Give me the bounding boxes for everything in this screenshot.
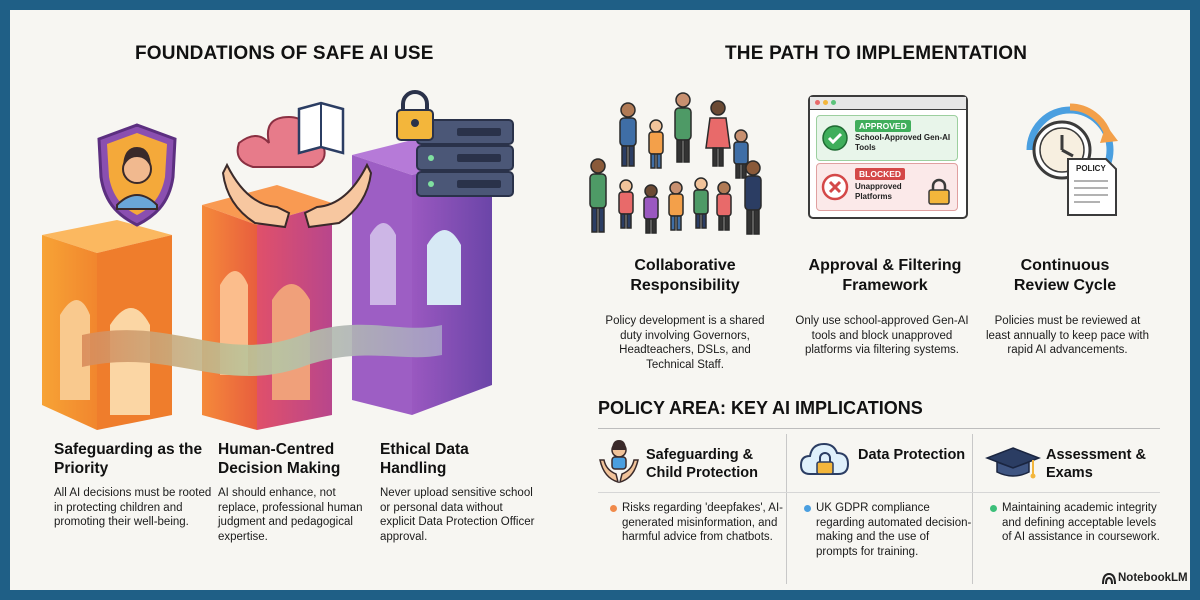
policy-area-rule — [598, 428, 1160, 429]
cloud-lock-icon — [800, 442, 850, 475]
brand-label: NotebookLM — [1118, 572, 1188, 584]
blocked-tag: BLOCKED — [855, 168, 906, 180]
brain-hands-book-icon — [221, 101, 373, 229]
approved-section: APPROVED School-Approved Gen-AI Tools — [816, 115, 958, 161]
column-divider — [972, 434, 973, 584]
infographic-frame: FOUNDATIONS OF SAFE AI USE — [10, 10, 1190, 590]
step-3-text: Policies must be reviewed at least annua… — [985, 315, 1150, 356]
pillar-2-title: Human-Centred Decision Making — [218, 441, 341, 477]
pillar-3-title: Ethical Data Handling — [380, 441, 469, 477]
bullet-dot-green — [990, 505, 997, 512]
check-circle-icon — [822, 125, 848, 151]
step-2-title: Approval & Filtering Framework — [808, 257, 962, 294]
blocked-text: Unapproved Platforms — [855, 182, 902, 201]
step-3-title: Continuous Review Cycle — [1013, 257, 1117, 294]
hands-child-icon — [599, 440, 639, 484]
bullet-dot-orange — [610, 505, 617, 512]
people-group-icon — [589, 92, 762, 235]
padlock-icon — [928, 178, 950, 205]
window-dot-icon — [823, 100, 828, 105]
shield-person-icon — [97, 123, 177, 227]
step-2-text: Only use school-approved Gen-AI tools an… — [795, 315, 969, 356]
window-titlebar — [810, 97, 966, 110]
approved-text: School-Approved Gen-AI Tools — [855, 133, 951, 152]
implementation-title: THE PATH TO IMPLEMENTATION — [725, 43, 1028, 64]
column-3-text: Maintaining academic integrity and defin… — [1002, 502, 1160, 543]
notebooklm-logo-icon — [1102, 573, 1116, 585]
blocked-section: BLOCKED Unapproved Platforms — [816, 163, 958, 211]
pillar-1-text: All AI decisions must be rooted in prote… — [54, 487, 212, 528]
foundations-title: FOUNDATIONS OF SAFE AI USE — [135, 43, 434, 64]
column-1-heading: Safeguarding & Child Protection — [646, 447, 758, 481]
column-2-heading: Data Protection — [858, 447, 966, 463]
graduation-cap-icon — [985, 447, 1041, 479]
step-1-title: Collaborative Responsibility — [630, 257, 740, 294]
column-divider — [786, 434, 787, 584]
approval-window: APPROVED School-Approved Gen-AI Tools BL… — [808, 95, 968, 219]
bullet-dot-blue — [804, 505, 811, 512]
step-1-text: Policy development is a shared duty invo… — [605, 315, 765, 371]
column-1-text: Risks regarding 'deepfakes', AI-generate… — [622, 502, 783, 543]
policy-area-heading: POLICY AREA: KEY AI IMPLICATIONS — [598, 398, 923, 418]
approved-tag: APPROVED — [855, 120, 911, 132]
header-row-rule — [598, 492, 1160, 493]
review-cycle-icon: POLICY — [1010, 95, 1130, 220]
window-dot-icon — [815, 100, 820, 105]
x-circle-icon — [821, 173, 849, 201]
window-dot-icon — [831, 100, 836, 105]
pillar-3-text: Never upload sensitive school or persona… — [380, 487, 535, 543]
connecting-ribbon — [82, 324, 442, 377]
foundations-pillars-illustration — [42, 90, 514, 430]
pillar-2-text: AI should enhance, not replace, professi… — [218, 487, 363, 543]
pillar-1-title: Safeguarding as the Priority — [54, 441, 203, 477]
policy-doc-label: POLICY — [1076, 164, 1106, 173]
pillar-orange — [42, 220, 172, 430]
server-lock-icon — [396, 90, 514, 197]
column-3-heading: Assessment & Exams — [1046, 447, 1146, 481]
column-2-text: UK GDPR compliance regarding automated d… — [816, 502, 972, 558]
